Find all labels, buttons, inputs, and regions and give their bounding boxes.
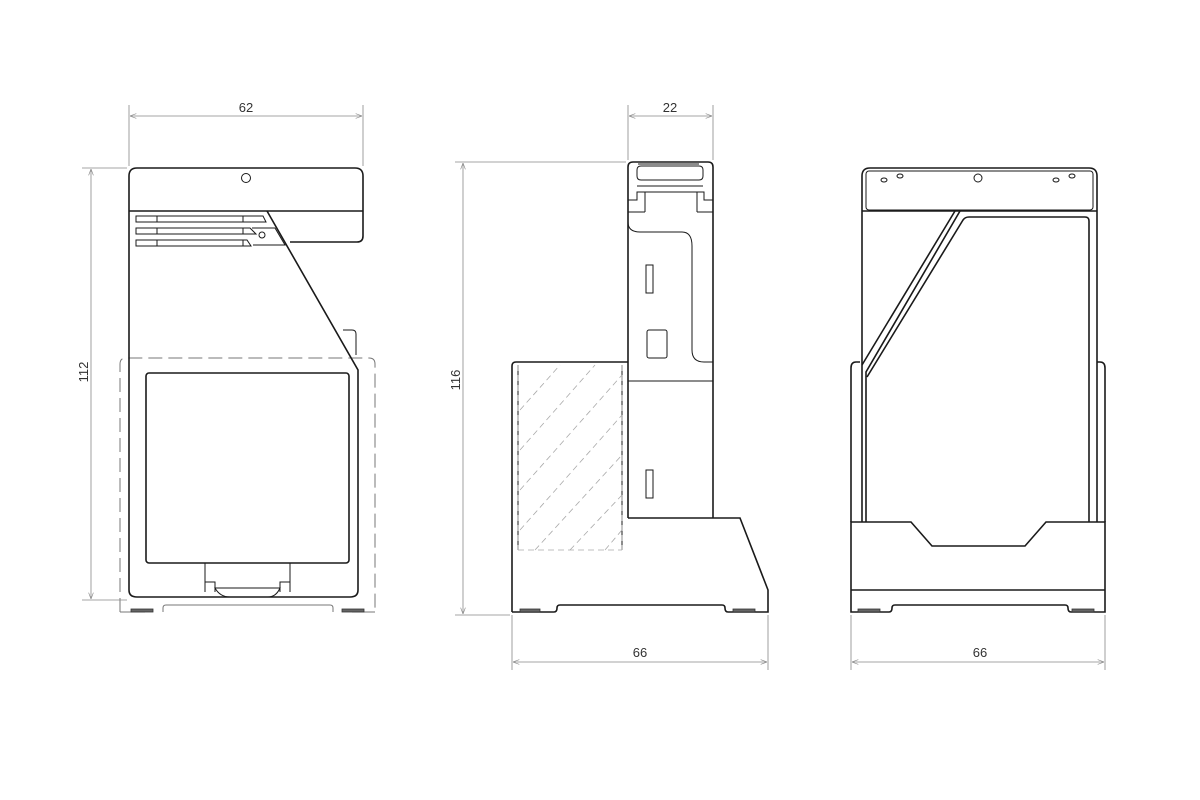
rear-window bbox=[866, 216, 1090, 522]
dimension-label: 66 bbox=[633, 645, 647, 660]
foot-right bbox=[1071, 608, 1095, 613]
dimension-label: 22 bbox=[663, 100, 677, 115]
latch bbox=[204, 563, 291, 598]
cradle-outline bbox=[850, 361, 1106, 522]
top-plate bbox=[865, 170, 1094, 211]
mount-hole bbox=[241, 173, 251, 183]
top-clips bbox=[628, 191, 713, 213]
foot-left bbox=[857, 608, 881, 613]
foot-right bbox=[732, 608, 756, 613]
front-window bbox=[145, 372, 350, 564]
side-port bbox=[646, 329, 668, 359]
body-outline bbox=[627, 161, 714, 518]
hatch bbox=[519, 364, 623, 551]
top-rail bbox=[636, 163, 704, 193]
side-tab bbox=[343, 329, 357, 355]
vent-slots bbox=[135, 215, 286, 247]
front-diagonal-edge bbox=[128, 210, 359, 598]
cradle-outline bbox=[119, 357, 376, 613]
dimension-label: 112 bbox=[76, 362, 91, 383]
dimension-height: 112 bbox=[76, 167, 127, 601]
side-slot bbox=[645, 264, 654, 294]
body-outline bbox=[861, 167, 1098, 522]
mount-hole bbox=[973, 173, 983, 183]
front-view: 62 112 bbox=[76, 100, 376, 613]
dimension-label: 62 bbox=[239, 100, 253, 115]
body-outline bbox=[128, 167, 364, 590]
side-view: 22 116 66 bbox=[448, 100, 769, 670]
rear-diagonal-edge bbox=[861, 210, 961, 522]
dimension-width: 62 bbox=[128, 100, 364, 166]
cradle-block bbox=[511, 361, 628, 612]
side-slot bbox=[645, 469, 654, 499]
dimension-height: 116 bbox=[448, 161, 626, 616]
foot-left bbox=[519, 608, 541, 613]
rear-view: 66 bbox=[850, 167, 1106, 670]
side-contour bbox=[627, 221, 713, 363]
dimension-base: 66 bbox=[850, 615, 1106, 670]
dimension-label: 116 bbox=[448, 370, 463, 391]
foot-left bbox=[130, 608, 154, 613]
base bbox=[512, 517, 769, 613]
dimension-depth: 22 bbox=[627, 100, 714, 160]
dimension-base: 66 bbox=[511, 615, 769, 670]
dimension-label: 66 bbox=[973, 645, 987, 660]
screw-slots bbox=[880, 173, 1076, 183]
base bbox=[850, 521, 1106, 613]
foot-right bbox=[341, 608, 365, 613]
